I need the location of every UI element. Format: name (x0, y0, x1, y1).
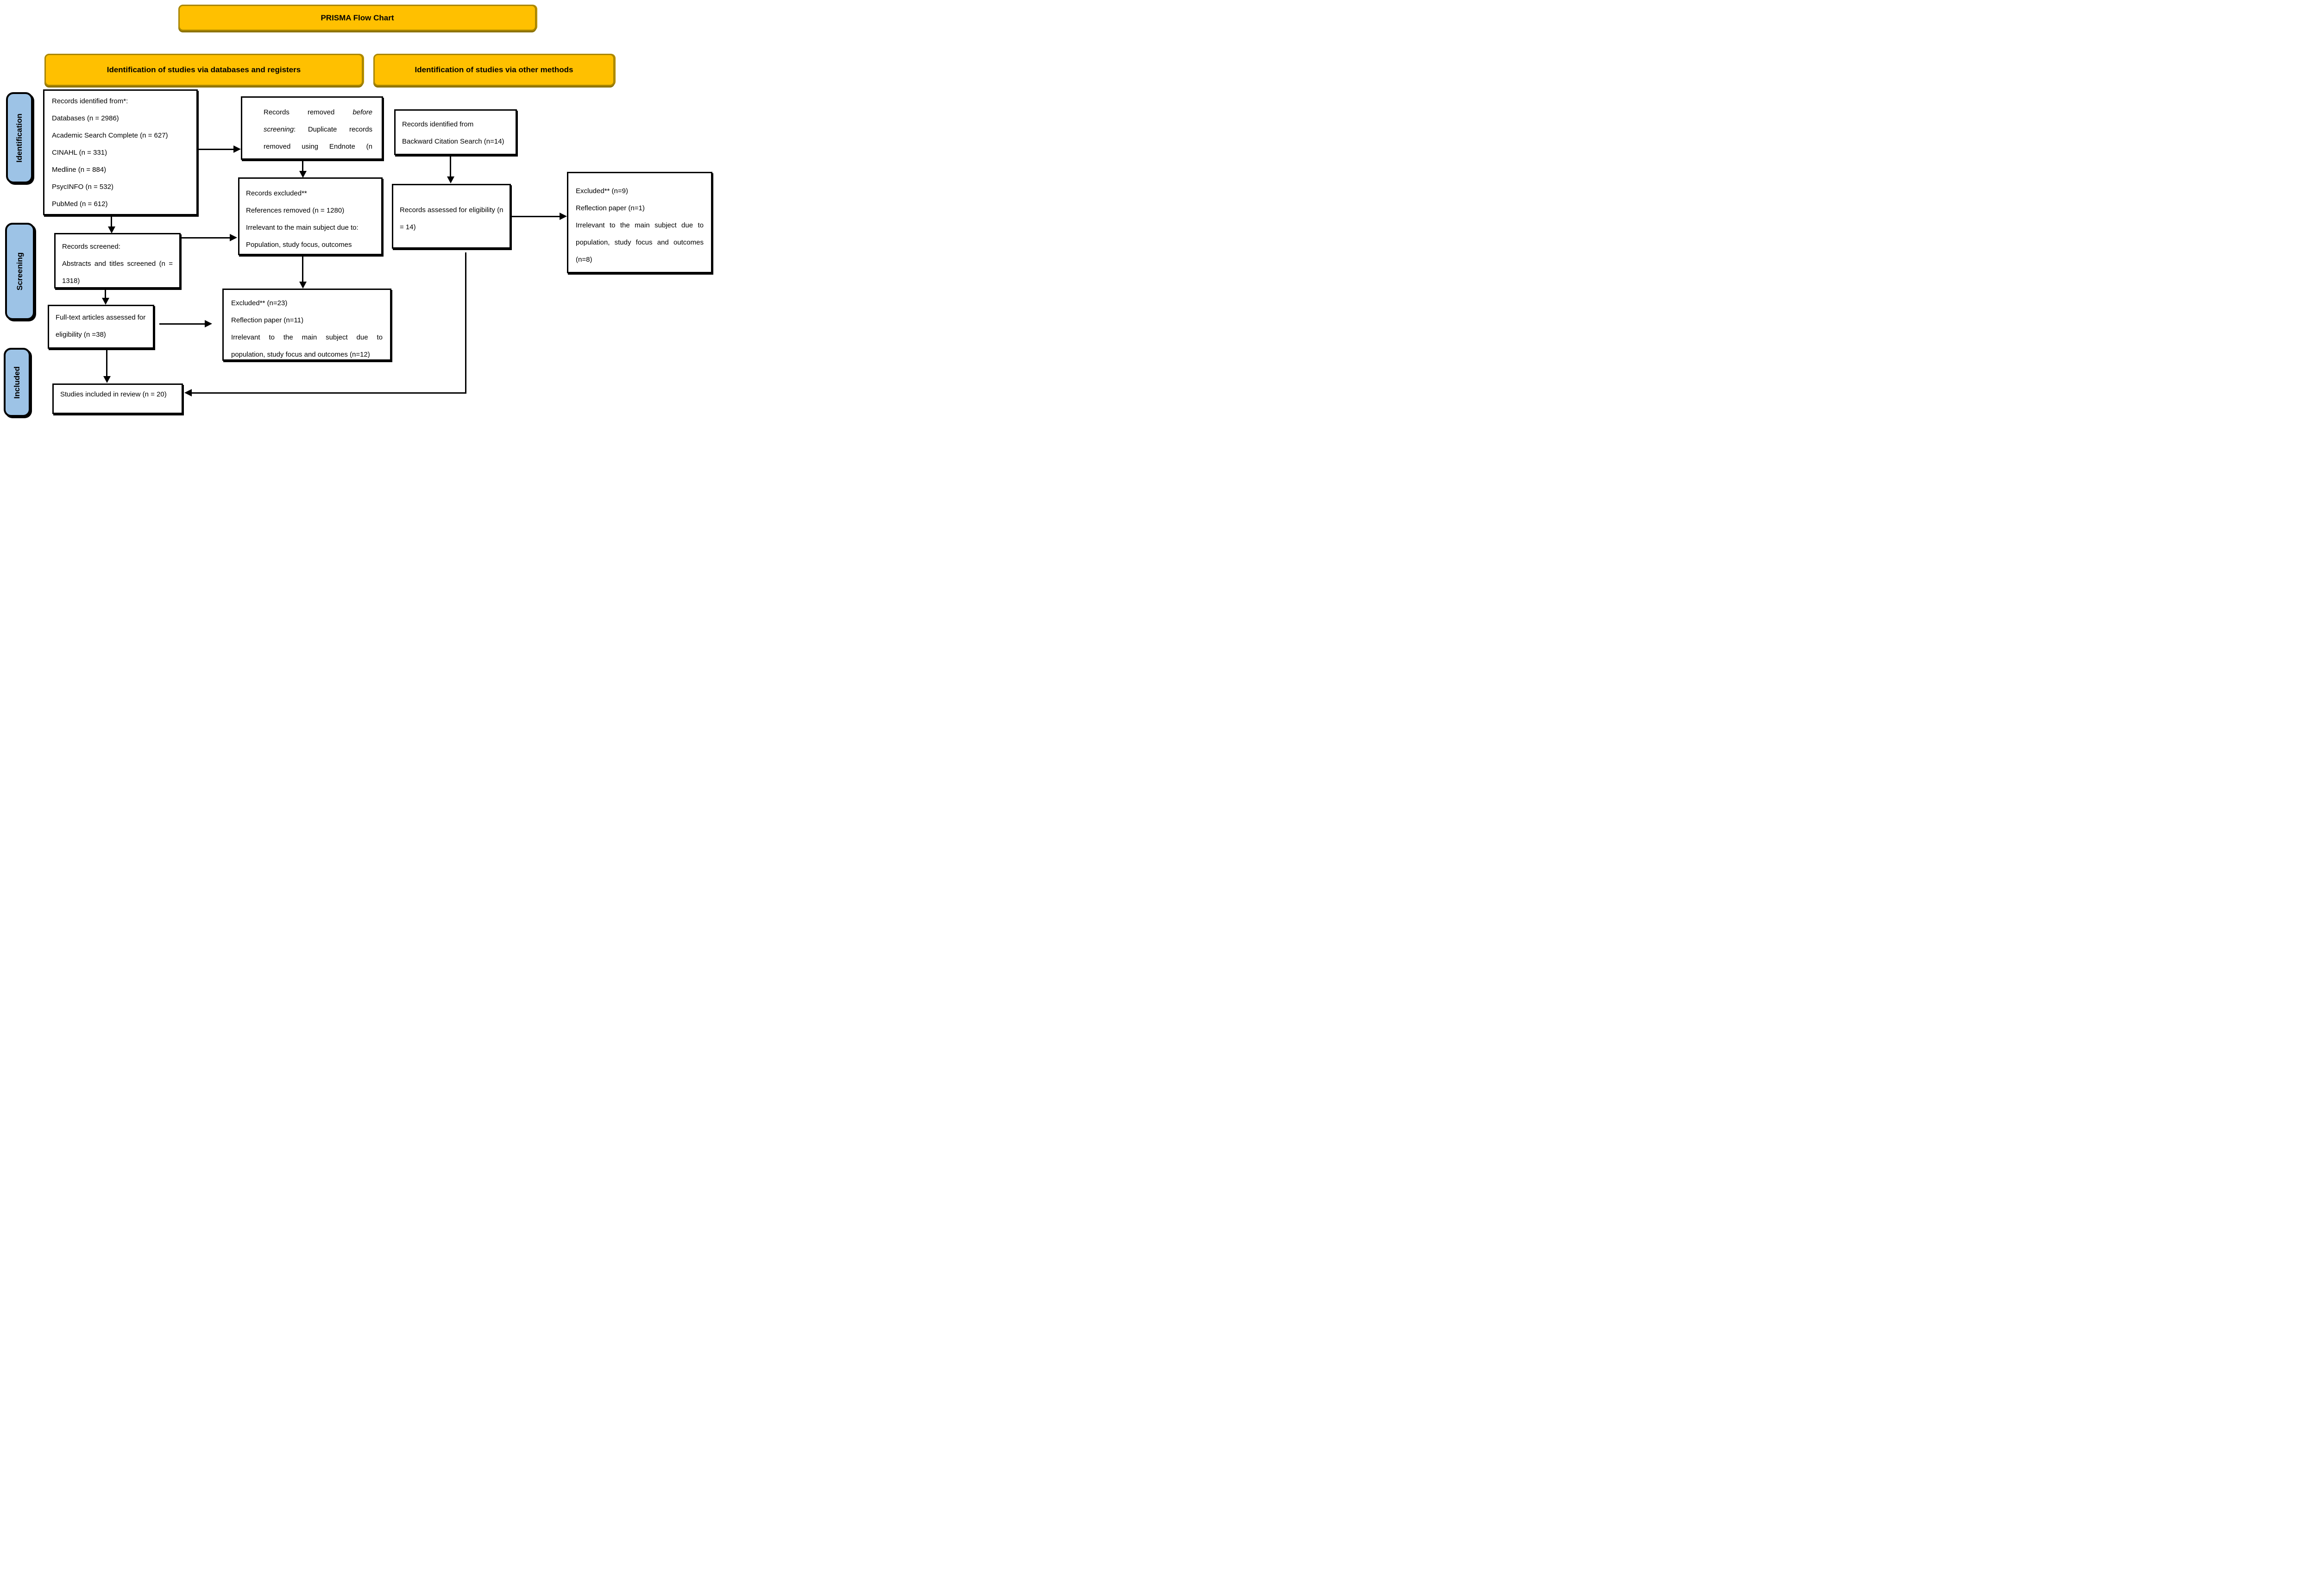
box-backward-citation: Records identified from Backward Citatio… (394, 109, 517, 155)
excluded-other-title: Excluded** (n=9) (576, 187, 628, 195)
records-identified-psycinfo: PsycINFO (n = 532) (52, 183, 113, 191)
header-databases: Identification of studies via databases … (107, 65, 301, 74)
arrow-removed-to-excluded-line (302, 160, 303, 171)
excluded-fulltext-population: population, study focus and outcomes (n=… (231, 351, 370, 358)
excluded-other-population: population, study focus and outcomes (576, 239, 704, 246)
header-other-methods: Identification of studies via other meth… (415, 65, 573, 74)
records-removed-line2: screening: Duplicate records (264, 126, 372, 133)
records-excluded-irrelevant: Irrelevant to the main subject due to: (246, 224, 359, 232)
arrow-fulltext-to-included-head (103, 376, 111, 383)
arrow-identified-to-screened-line (111, 215, 112, 227)
records-identified-asc: Academic Search Complete (n = 627) (52, 132, 168, 139)
arrow-identified-to-removed-line (198, 149, 234, 150)
arrow-assessed-to-included-hline (192, 392, 466, 394)
arrow-excluded-to-excluded23-head (299, 282, 307, 289)
arrow-fulltext-to-excluded-head (205, 320, 212, 327)
arrow-identified-to-screened-head (108, 226, 115, 233)
box-records-excluded: Records excluded** References removed (n… (238, 177, 383, 255)
arrow-screened-to-fulltext-line (105, 288, 106, 299)
box-studies-included: Studies included in review (n = 20) (52, 383, 183, 414)
arrow-assessed-to-included-head (184, 389, 192, 396)
box-records-removed: Records removed before screening: Duplic… (241, 96, 383, 160)
records-excluded-population: Population, study focus, outcomes (246, 241, 352, 249)
fulltext-line1: Full-text articles assessed for (56, 314, 146, 321)
chart-title: PRISMA Flow Chart (321, 13, 394, 22)
excluded-other-irrelevant: Irrelevant to the main subject due to (576, 221, 704, 229)
stage-identification-label: Identification (15, 113, 24, 163)
records-removed-line1: Records removed before (264, 108, 372, 116)
arrow-excluded-to-excluded23-line (302, 254, 303, 283)
header-databases-banner: Identification of studies via databases … (44, 54, 363, 86)
records-identified-medline: Medline (n = 884) (52, 166, 107, 174)
records-screened-title: Records screened: (62, 243, 120, 251)
stage-included-label: Included (13, 366, 21, 399)
stage-screening-label: Screening (15, 252, 25, 291)
records-identified-cinahl: CINAHL (n = 331) (52, 149, 107, 157)
header-other-methods-banner: Identification of studies via other meth… (373, 54, 615, 86)
studies-included-line: Studies included in review (n = 20) (60, 390, 167, 398)
arrow-backward-to-assessed-head (447, 176, 454, 183)
stage-screening: Screening (5, 223, 35, 320)
arrow-removed-to-excluded-head (299, 171, 307, 178)
arrow-screened-to-fulltext-head (102, 298, 109, 305)
stage-identification: Identification (6, 92, 33, 183)
excluded-fulltext-irrelevant: Irrelevant to the main subject due to (231, 333, 383, 341)
prisma-flow-chart: PRISMA Flow Chart Identification of stud… (0, 0, 716, 424)
stage-included: Included (4, 348, 31, 417)
arrow-backward-to-assessed-line (450, 155, 451, 177)
arrow-screened-to-excluded-line (182, 237, 231, 239)
backward-citation-line2: Backward Citation Search (n=14) (402, 138, 504, 145)
arrow-assessed-to-included-vline (465, 252, 466, 394)
records-identified-pubmed: PubMed (n = 612) (52, 200, 108, 208)
records-screened-abstracts: Abstracts and titles screened (n = (62, 260, 173, 268)
excluded-other-n8: (n=8) (576, 256, 592, 264)
records-excluded-title: Records excluded** (246, 189, 307, 197)
excluded-fulltext-title: Excluded** (n=23) (231, 299, 288, 307)
box-fulltext-assessed: Full-text articles assessed for eligibil… (48, 305, 154, 349)
records-excluded-references: References removed (n = 1280) (246, 207, 345, 214)
records-assessed-line1: Records assessed for eligibility (n (400, 206, 503, 214)
excluded-other-reflection: Reflection paper (n=1) (576, 204, 645, 212)
records-assessed-line2: = 14) (400, 223, 416, 231)
backward-citation-line1: Records identified from (402, 120, 474, 128)
box-excluded-fulltext: Excluded** (n=23) Reflection paper (n=11… (222, 289, 391, 361)
box-records-assessed: Records assessed for eligibility (n = 14… (392, 184, 511, 249)
records-identified-databases: Databases (n = 2986) (52, 114, 119, 122)
arrow-screened-to-excluded-head (230, 234, 237, 241)
records-removed-line3: removed using Endnote (n (264, 143, 372, 151)
arrow-fulltext-to-included-line (106, 348, 107, 376)
box-excluded-other: Excluded** (n=9) Reflection paper (n=1) … (567, 172, 712, 273)
box-records-identified: Records identified from*: Databases (n =… (43, 89, 198, 215)
arrow-assessed-to-excluded9-line (510, 216, 560, 217)
chart-title-banner: PRISMA Flow Chart (178, 5, 536, 31)
records-screened-count: 1318) (62, 277, 80, 285)
excluded-fulltext-reflection: Reflection paper (n=11) (231, 316, 304, 324)
box-records-screened: Records screened: Abstracts and titles s… (54, 233, 181, 289)
arrow-fulltext-to-excluded-line (159, 323, 206, 325)
arrow-identified-to-removed-head (233, 145, 241, 153)
arrow-assessed-to-excluded9-head (560, 213, 567, 220)
records-identified-title: Records identified from*: (52, 97, 128, 105)
fulltext-line2: eligibility (n =38) (56, 331, 106, 339)
